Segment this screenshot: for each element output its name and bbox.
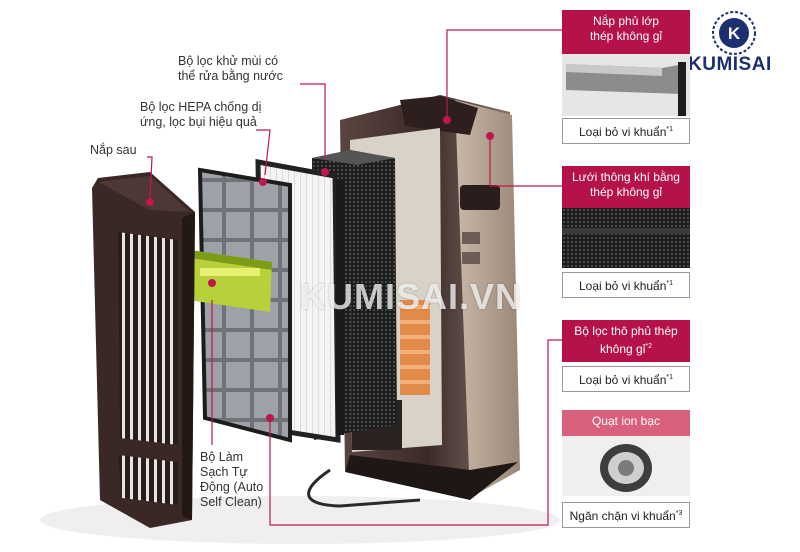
panel-3-title-line1: Bộ lọc thô phủ thép — [574, 324, 678, 338]
panel-3-footer-text: Loại bỏ vi khuẩn — [578, 373, 667, 387]
panel-stainless-cover-title: Nắp phủ lớp thép không gỉ — [562, 10, 690, 54]
silver-ion-fan-photo — [562, 436, 690, 496]
panel-3-title-line2: không gỉ — [600, 342, 646, 356]
panel-4-title-line1: Quạt ion bạc — [591, 414, 661, 428]
callout-hepa-line1: Bộ lọc HEPA chống dị — [140, 100, 262, 114]
panel-1-footnote: *1 — [666, 126, 674, 133]
panel-2-footnote: *1 — [666, 280, 674, 287]
vent-mesh-photo — [562, 208, 690, 268]
panel-vent-mesh-title: Lưới thông khí bằng thép không gỉ — [562, 166, 690, 208]
watermark-text: KUMISAI.VN — [300, 276, 523, 317]
panel-3-title-footnote: *2 — [645, 343, 652, 350]
panel-3-title-line2-wrap: không gỉ*2 — [564, 339, 688, 357]
callout-back-cover: Nắp sau — [90, 143, 137, 157]
callout-auto-clean: Bộ Làm Sạch Tự Động (Auto Self Clean) — [200, 450, 263, 510]
callout-deodor-line1: Bộ lọc khử mùi có — [178, 54, 279, 68]
panel-4-footnote: *3 — [675, 510, 683, 517]
leader-lines — [147, 29, 562, 526]
callout-auto-clean-line4: Self Clean) — [200, 495, 262, 509]
callout-auto-clean-line3: Động (Auto — [200, 480, 264, 494]
power-cable — [307, 468, 421, 508]
leader-dots — [146, 116, 494, 422]
panel-1-footer-text: Loại bỏ vi khuẩn — [578, 125, 667, 139]
auto-clean-module — [188, 250, 272, 312]
callout-hepa-line2: ứng, lọc bụi hiệu quả — [140, 115, 257, 129]
panel-1-title-line2: thép không gỉ — [589, 29, 663, 43]
back-cover — [92, 172, 195, 528]
panel-2-footer: Loại bỏ vi khuẩn*1 — [562, 272, 690, 298]
panel-2-footer-text: Loại bỏ vi khuẩn — [578, 279, 667, 293]
callout-deodor-filter: Bộ lọc khử mùi có thể rửa bằng nước — [178, 54, 283, 84]
panel-3-footnote: *1 — [666, 374, 674, 381]
panel-1-title-line1: Nắp phủ lớp — [593, 14, 659, 28]
kumisai-logo-icon: K — [712, 11, 756, 55]
callout-auto-clean-line1: Bộ Làm — [200, 450, 244, 464]
panel-4-footer-text: Ngăn chặn vi khuẩn — [569, 509, 676, 523]
panel-coarse-filter-title: Bộ lọc thô phủ thép không gỉ*2 — [562, 320, 690, 362]
stainless-cover-photo — [562, 54, 690, 116]
panel-2-title-line2: thép không gỉ — [589, 185, 663, 199]
panel-1-footer: Loại bỏ vi khuẩn*1 — [562, 118, 690, 144]
callout-hepa-filter: Bộ lọc HEPA chống dị ứng, lọc bụi hiệu q… — [140, 100, 261, 130]
panel-4-footer: Ngăn chặn vi khuẩn*3 — [562, 502, 690, 528]
panel-silver-ion-fan-title: Quạt ion bạc — [562, 410, 690, 436]
callout-deodor-line2: thể rửa bằng nước — [178, 69, 283, 83]
panel-2-title-line1: Lưới thông khí bằng — [572, 170, 680, 184]
brand-name: KUMISAI — [688, 54, 772, 75]
panel-3-footer: Loại bỏ vi khuẩn*1 — [562, 366, 690, 392]
logo-letter: K — [728, 24, 741, 43]
callout-auto-clean-line2: Sạch Tự — [200, 465, 248, 479]
